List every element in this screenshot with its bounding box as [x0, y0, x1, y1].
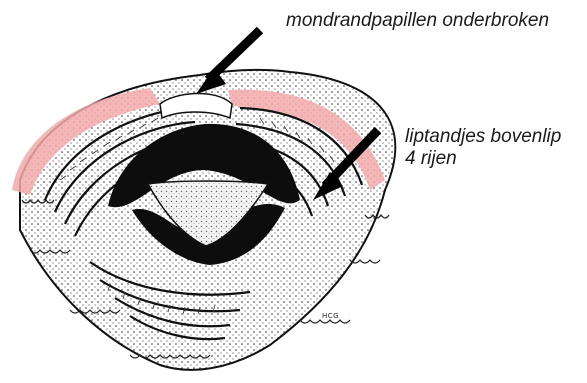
annotation-right-line2: 4 rijen — [405, 148, 561, 170]
annotation-right-label: liptandjes bovenlip 4 rijen — [405, 126, 561, 170]
artist-initials: HCG — [322, 312, 339, 320]
annotation-top-label: mondrandpapillen onderbroken — [286, 10, 549, 32]
annotation-right-line1: liptandjes bovenlip — [405, 126, 561, 148]
